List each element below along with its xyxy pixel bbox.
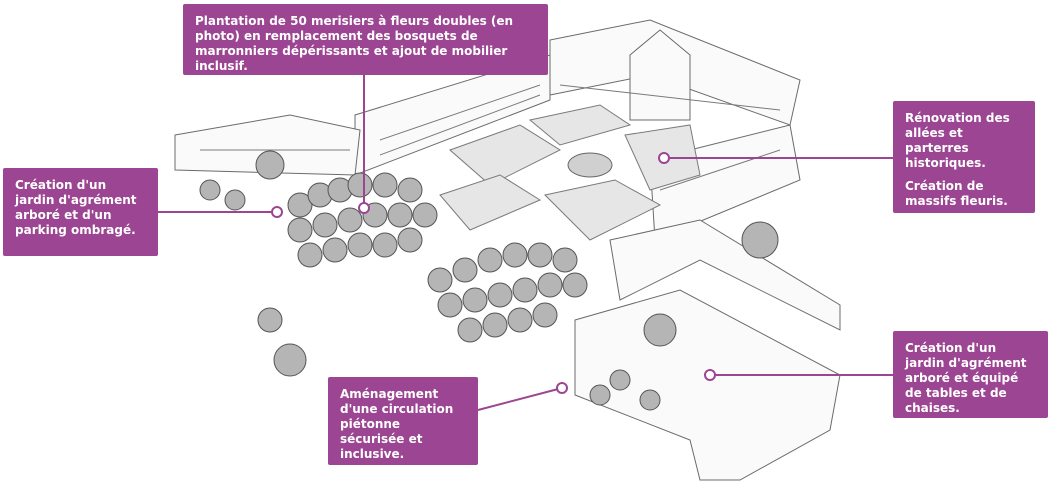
callout-jardin-parking: Création d'un jardin d'agrément arboré e… xyxy=(3,168,158,256)
callout-renovation-text-2: Création de massifs fleuris. xyxy=(905,179,1008,208)
callout-renovation: Rénovation des allées et parterres histo… xyxy=(893,101,1035,213)
tree-groves xyxy=(199,150,779,411)
parterre-3 xyxy=(543,179,662,241)
building-central-pavilion xyxy=(629,29,691,121)
callout-jardin-tables: Création d'un jardin d'agrément arboré e… xyxy=(893,331,1048,418)
callout-jardin-tables-text: Création d'un jardin d'agrément arboré e… xyxy=(905,341,1027,415)
connector-lines xyxy=(158,75,893,411)
callout-renovation-text-1: Rénovation des allées et parterres histo… xyxy=(905,111,1010,170)
building-bottom-right xyxy=(574,289,841,481)
callout-plantation-text: Plantation de 50 merisiers à fleurs doub… xyxy=(195,14,514,73)
callout-plantation: Plantation de 50 merisiers à fleurs doub… xyxy=(183,4,548,75)
building-lower-right xyxy=(609,219,841,331)
parterre-1 xyxy=(449,124,562,186)
callout-jardin-parking-text: Création d'un jardin d'agrément arboré e… xyxy=(15,178,137,237)
parterre-5 xyxy=(439,174,542,231)
fountain xyxy=(567,152,613,178)
callout-circulation-text: Aménagement d'une circulation piétonne s… xyxy=(340,387,454,461)
parterre-2 xyxy=(528,104,632,146)
anchor-dots xyxy=(271,152,716,394)
building-far-left xyxy=(174,114,361,176)
callout-circulation: Aménagement d'une circulation piétonne s… xyxy=(328,377,478,465)
windows xyxy=(200,84,781,191)
